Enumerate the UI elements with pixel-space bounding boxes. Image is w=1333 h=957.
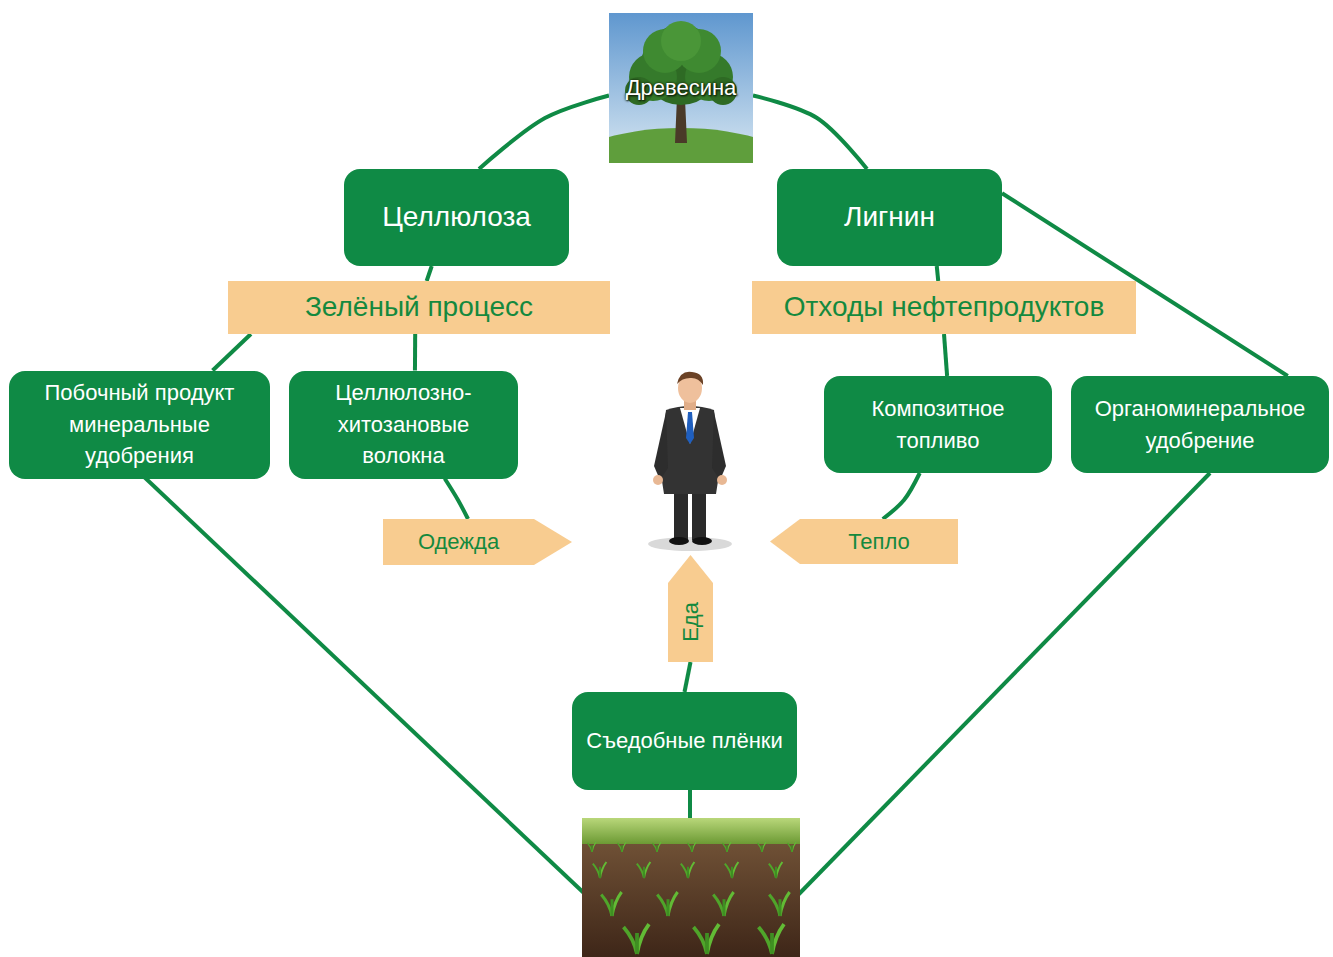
node-text: Еда bbox=[675, 602, 707, 642]
product-box: Органоминеральное удобрение bbox=[1071, 376, 1329, 473]
product-box: Побочный продукт минеральные удобрения bbox=[9, 371, 270, 479]
arrow-shape: Тепло bbox=[770, 519, 958, 564]
node-text: Тепло bbox=[848, 526, 910, 558]
connector-line bbox=[479, 96, 609, 170]
product-box: Съедобные плёнки bbox=[572, 692, 797, 790]
node-text: Съедобные плёнки bbox=[586, 725, 782, 757]
arrow-shape: Одежда bbox=[383, 519, 572, 565]
field-illustration bbox=[582, 818, 800, 957]
field-line bbox=[798, 473, 1210, 895]
connector-line bbox=[753, 96, 867, 170]
connector-line bbox=[685, 662, 691, 692]
connector-line bbox=[937, 266, 938, 281]
node-text: Органоминеральное удобрение bbox=[1081, 393, 1319, 457]
process-box: Целлюлоза bbox=[344, 169, 569, 266]
node-text: Целлюлоза bbox=[382, 197, 531, 238]
node-text: Композитное топливо bbox=[834, 393, 1042, 457]
field-line bbox=[140, 473, 586, 895]
connector-line bbox=[427, 266, 432, 281]
connector-line bbox=[944, 334, 947, 376]
node-text: Побочный продукт минеральные удобрения bbox=[19, 377, 260, 473]
process-band: Зелёный процесс bbox=[228, 281, 610, 334]
product-box: Целлюлозно- хитозановые волокна bbox=[289, 371, 518, 479]
process-box: Лигнин bbox=[777, 169, 1002, 266]
connector-line bbox=[213, 334, 251, 371]
process-band: Отходы нефтепродуктов bbox=[752, 281, 1136, 334]
node-text: Отходы нефтепродуктов bbox=[784, 287, 1105, 328]
product-box: Композитное топливо bbox=[824, 376, 1052, 473]
person-illustration bbox=[630, 368, 750, 554]
node-text: Лигнин bbox=[844, 197, 935, 238]
node-text: Древесина bbox=[626, 72, 737, 104]
connector-line bbox=[883, 473, 920, 519]
field-line bbox=[688, 790, 692, 818]
source-image-node: Древесина bbox=[609, 13, 753, 163]
field-lines bbox=[140, 473, 1210, 895]
arrow-shape: Еда bbox=[668, 555, 713, 662]
node-text: Целлюлозно- хитозановые волокна bbox=[299, 377, 508, 473]
connector-line bbox=[413, 334, 417, 371]
node-text: Зелёный процесс bbox=[305, 287, 533, 328]
node-text: Одежда bbox=[418, 526, 499, 558]
connector-line bbox=[445, 479, 468, 520]
